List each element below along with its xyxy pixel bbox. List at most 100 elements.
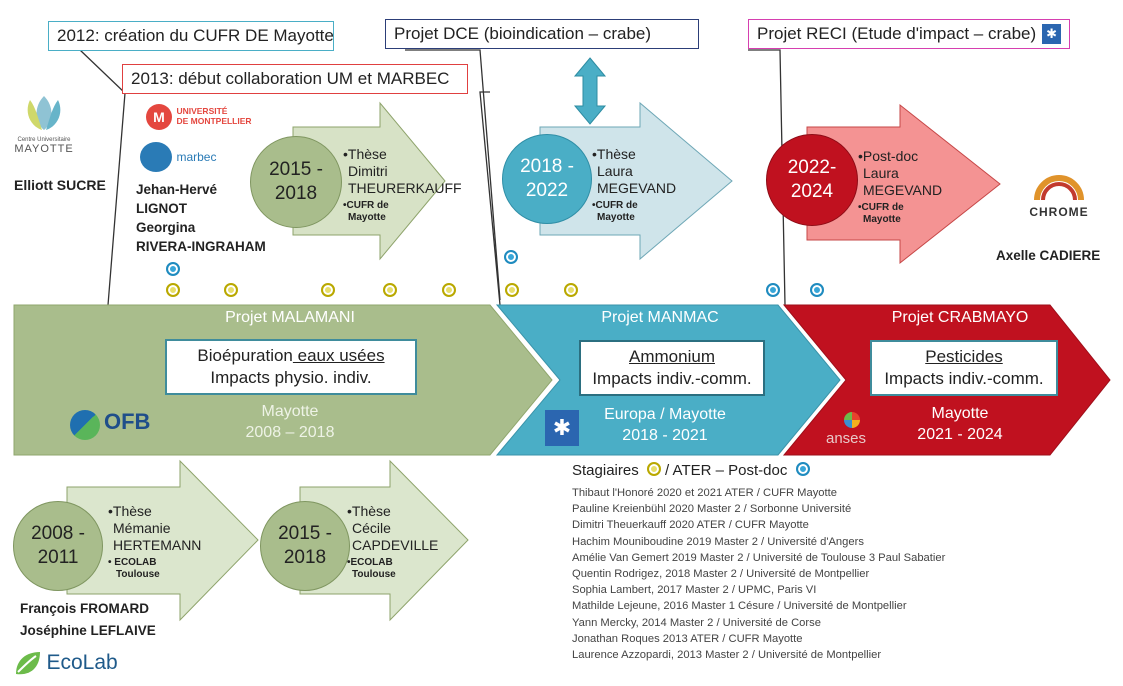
cufr-creation-box: 2012: création du CUFR DE Mayotte <box>48 21 334 51</box>
divider-line <box>748 49 786 306</box>
person-name: Georgina <box>136 220 196 235</box>
thesis-type: •Post-doc <box>858 148 919 164</box>
reci-box: Projet RECI (Etude d'impact – crabe) ✱ <box>748 19 1070 49</box>
focus-impact: Impacts indiv.-comm. <box>884 369 1044 388</box>
thesis-type: •Thèse <box>108 503 152 519</box>
thesis-firstname: Laura <box>597 162 633 179</box>
dce-label: Projet DCE (bioindication – crabe) <box>394 24 652 43</box>
anses-logo-icon <box>844 412 860 428</box>
intern-entry: Dimitri Theuerkauff 2020 ATER / CUFR May… <box>572 519 809 532</box>
postdoc-marker <box>795 462 810 476</box>
intern-entry: Laurence Azzopardi, 2013 Master 2 / Univ… <box>572 649 882 662</box>
chrome-logo-text: CHROME <box>1029 205 1089 219</box>
um-logo: M UNIVERSITÉ DE MONTPELLIER <box>146 104 252 130</box>
thesis-arrow <box>66 459 259 622</box>
project-period: 2008 – 2018 <box>245 423 335 441</box>
period-start: 2008 - <box>31 523 85 545</box>
thesis-lastname: MEGEVAND <box>597 179 677 196</box>
person-name: Joséphine LEFLAIVE <box>20 623 156 638</box>
crabmayo-focus-box: Pesticides Impacts indiv.-comm. <box>870 340 1058 396</box>
person-axelle: Axelle CADIERE <box>996 248 1101 263</box>
marbec-logo-text: marbec <box>176 150 217 164</box>
chrome-arc-icon <box>1034 175 1084 201</box>
period-circle: 2015 -2018 <box>260 501 350 591</box>
thesis-type: •Thèse <box>343 146 387 162</box>
thesis-lastname: CAPDEVILLE <box>352 536 439 553</box>
reci-label: Projet RECI (Etude d'impact – crabe) <box>757 24 1037 43</box>
thesis-place2: Toulouse <box>116 568 160 580</box>
intern-entry: Pauline Kreienbühl 2020 Master 2 / Sorbo… <box>572 503 852 516</box>
interns-list: Thibaut l'Honoré 2020 et 2021 ATER / CUF… <box>572 485 945 663</box>
postdoc-arrow <box>806 103 1001 265</box>
taaf-logo-icon: ✱ <box>1042 24 1061 44</box>
thesis-place: •CUFR de <box>592 200 638 212</box>
ofb-globe-icon <box>70 410 100 440</box>
anses-logo: anses <box>826 412 886 448</box>
intern-entry: Sophia Lambert, 2017 Master 2 / UPMC, Pa… <box>572 584 817 597</box>
logo-title: MAYOTTE <box>14 143 74 155</box>
thesis-place2: Mayotte <box>348 211 386 223</box>
taaf-logo-icon: ✱ <box>545 410 579 446</box>
focus-topic: Bioépuration <box>197 345 293 365</box>
intern-entry: Thibaut l'Honoré 2020 et 2021 ATER / CUF… <box>572 487 837 499</box>
postdoc-marker <box>766 283 780 297</box>
leaf-icon <box>27 96 61 130</box>
malamani-focus-box: Bioépuration eaux usées Impacts physio. … <box>165 339 417 395</box>
period-end: 2018 <box>274 183 318 204</box>
period-start: 2015 - <box>278 523 332 545</box>
focus-topic: Pesticides <box>925 346 1003 366</box>
thesis-firstname: Cécile <box>352 519 391 536</box>
focus-topic-underlined: eaux usées <box>292 345 385 365</box>
intern-marker <box>383 283 397 297</box>
intern-entry: Hachim Mouniboudine 2019 Master 2 / Univ… <box>572 535 864 548</box>
interns-title-label: Stagiaires <box>572 462 639 479</box>
person-elliott: Elliott SUCRE <box>14 177 106 193</box>
cufr-mayotte-logo: Centre Universitaire MAYOTTE <box>10 92 78 155</box>
project-period: 2018 - 2021 <box>622 426 708 444</box>
project-period: 2021 - 2024 <box>917 425 1003 443</box>
period-circle: 2015 -2018 <box>250 136 342 228</box>
focus-topic: Ammonium <box>629 346 715 366</box>
intern-marker <box>564 283 578 297</box>
postdoc-marker <box>810 283 824 297</box>
thesis-lastname: THEURERKAUFF <box>348 179 462 196</box>
chrome-logo: CHROME <box>1024 172 1094 219</box>
thesis-place: • ECOLAB <box>108 557 157 569</box>
thesis-arrow <box>539 101 733 261</box>
location-name: Europa / Mayotte <box>604 406 726 423</box>
person-name: RIVERA-INGRAHAM <box>136 239 266 254</box>
thesis-firstname: Laura <box>863 164 899 181</box>
project-malamani-title: Projet MALAMANI <box>225 309 355 326</box>
thesis-arrow <box>299 459 469 622</box>
thesis-lastname: HERTEMANN <box>113 536 202 553</box>
intern-marker <box>646 462 661 476</box>
period-end: 2024 <box>790 181 834 202</box>
period-start: 2015 - <box>269 159 323 181</box>
postdoc-title-label: / ATER – Post-doc <box>665 462 788 479</box>
thesis-place2: Mayotte <box>597 211 635 223</box>
ofb-logo: OFB <box>70 406 166 446</box>
manmac-focus-box: Ammonium Impacts indiv.-comm. <box>579 340 765 396</box>
focus-impact: Impacts indiv.-comm. <box>592 369 752 388</box>
intern-marker <box>166 283 180 297</box>
thesis-firstname: Dimitri <box>348 162 388 179</box>
um-logo-line1: UNIVERSITÉ <box>176 106 228 117</box>
ecolab-leaf-icon <box>16 652 40 675</box>
intern-entry: Amélie Van Gemert 2019 Master 2 / Univer… <box>572 551 946 564</box>
period-end: 2018 <box>283 547 327 568</box>
ecolab-logo: EcoLab <box>12 648 118 680</box>
location-name: Mayotte <box>931 405 989 422</box>
thesis-place2: Toulouse <box>352 568 396 580</box>
um-collab-box: 2013: début collaboration UM et MARBEC <box>122 64 468 94</box>
thesis-type: •Thèse <box>347 503 391 519</box>
intern-marker <box>224 283 238 297</box>
person-name: Jehan-Hervé <box>136 182 218 197</box>
intern-entry: Jonathan Roques 2013 ATER / CUFR Mayotte <box>572 632 803 645</box>
cufr-creation-label: 2012: création du CUFR DE Mayotte <box>57 26 334 45</box>
anses-logo-text: anses <box>826 430 867 447</box>
double-arrow <box>573 57 607 125</box>
dce-box: Projet DCE (bioindication – crabe) <box>385 19 699 49</box>
project-crabmayo-title: Projet CRABMAYO <box>891 309 1029 326</box>
um-collab-label: 2013: début collaboration UM et MARBEC <box>131 69 450 88</box>
